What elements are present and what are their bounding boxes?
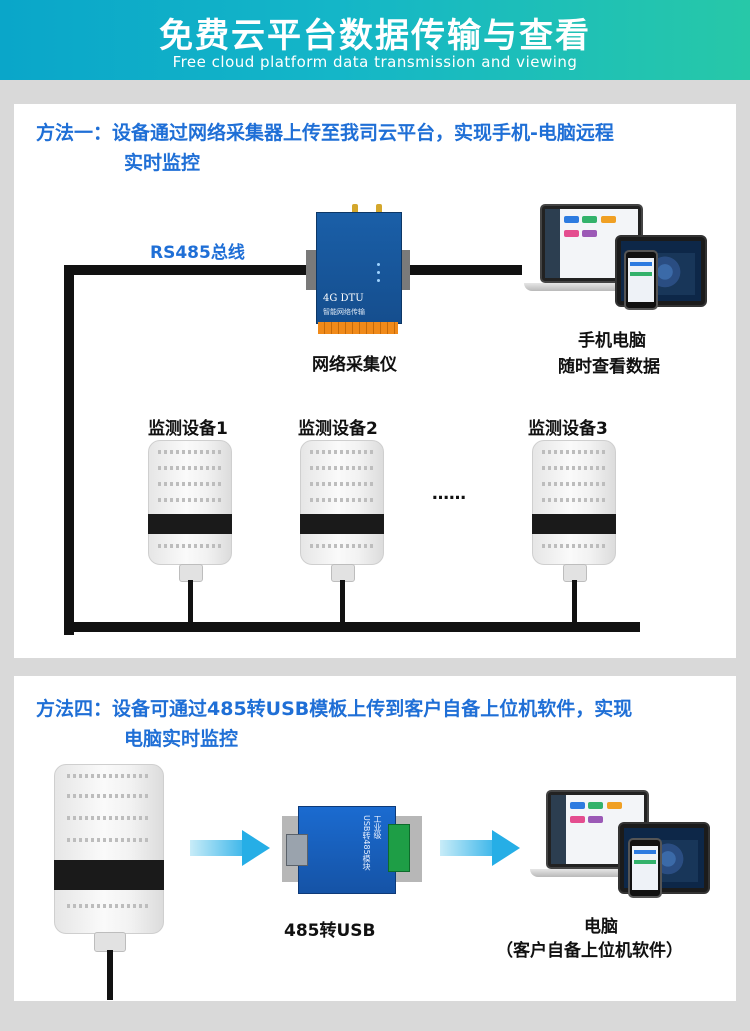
network-collector-device: 4G DTU 智能网络传输 [306, 204, 410, 334]
usb-port-icon [286, 834, 308, 866]
terminal-block [318, 322, 398, 334]
page-subtitle: Free cloud platform data transmission an… [172, 53, 578, 71]
device3-label: 监测设备3 [528, 419, 608, 439]
collector-label: 网络采集仪 [312, 355, 397, 375]
collector-subtext: 智能网络传输 [323, 308, 365, 316]
collector-case: 4G DTU 智能网络传输 [316, 212, 402, 324]
antenna-icon [376, 204, 382, 216]
laptop-base [524, 283, 659, 292]
method4-line2: 电脑实时监控 [124, 728, 239, 750]
method4-description: 方法四：设备可通过485转USB模板上传到客户自备上位机软件，实现 电脑实时监控 [36, 694, 722, 754]
page-title: 免费云平台数据传输与查看 [159, 16, 591, 56]
monitoring-device-1 [148, 440, 232, 622]
viewer-label-line1: 手机电脑 [578, 331, 646, 351]
bus-label: RS485总线 [150, 243, 245, 263]
more-devices-ellipsis: …… [432, 484, 466, 504]
laptop-base [530, 869, 665, 878]
status-led-icon [377, 271, 380, 274]
device2-label: 监测设备2 [298, 419, 378, 439]
monitoring-device [54, 764, 164, 1000]
method1-panel: 方法一：设备通过网络采集器上传至我司云平台，实现手机-电脑远程 实时监控 [14, 104, 736, 658]
method1-description: 方法一：设备通过网络采集器上传至我司云平台，实现手机-电脑远程 实时监控 [36, 118, 722, 178]
pc-label-line2: （客户自备上位机软件） [496, 941, 683, 961]
header-banner: 免费云平台数据传输与查看 Free cloud platform data tr… [0, 0, 750, 80]
converter-label: 485转USB [284, 921, 376, 941]
method1-line1: 方法一：设备通过网络采集器上传至我司云平台，实现手机-电脑远程 [36, 122, 614, 144]
device1-label: 监测设备1 [148, 419, 228, 439]
method4-line1: 方法四：设备可通过485转USB模板上传到客户自备上位机软件，实现 [36, 698, 633, 720]
collector-model-text: 4G DTU [323, 293, 364, 304]
bus-line-left [64, 265, 74, 635]
status-led-icon [377, 263, 380, 266]
viewer-label-line2: 随时查看数据 [558, 357, 660, 377]
status-led-icon [377, 279, 380, 282]
monitoring-device-2 [300, 440, 384, 622]
phone-icon [624, 250, 658, 310]
bus-line-top [64, 265, 522, 275]
mount-ear [306, 250, 318, 290]
phone-icon [628, 838, 662, 898]
antenna-icon [352, 204, 358, 216]
terminal-block [388, 824, 410, 872]
monitoring-device-3 [532, 440, 616, 622]
flow-arrow-icon [190, 830, 270, 866]
method1-line2: 实时监控 [124, 152, 201, 174]
bus-line-bottom [64, 622, 640, 632]
pc-label-line1: 电脑 [584, 917, 618, 937]
flow-arrow-icon [440, 830, 520, 866]
